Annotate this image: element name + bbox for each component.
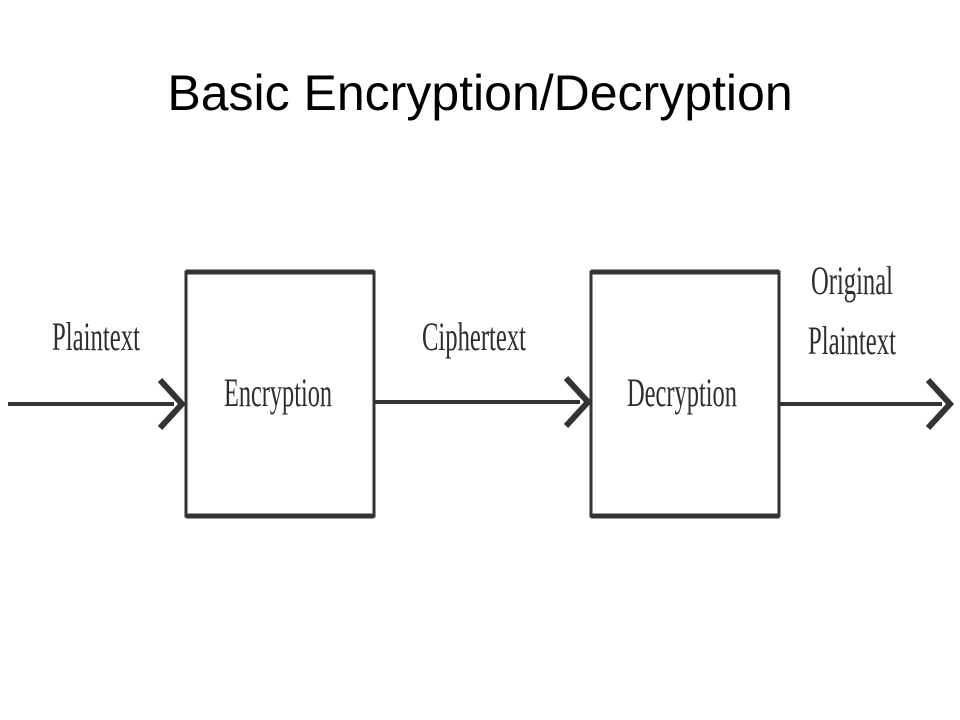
decryption-box [589,269,781,519]
ciphertext-label: Ciphertext [422,314,526,359]
slide-title: Basic Encryption/Decryption [167,65,793,121]
decryption-label: Decryption [627,370,737,415]
plaintext-label: Plaintext [52,314,140,359]
original-plaintext-output-arrow [779,377,955,431]
encryption-box [184,269,376,519]
plaintext-input-arrow [8,377,187,431]
output-plaintext-label: Plaintext [808,318,896,363]
ciphertext-arrow [374,375,593,429]
original-label: Original [811,258,893,303]
encryption-label: Encryption [224,370,332,415]
